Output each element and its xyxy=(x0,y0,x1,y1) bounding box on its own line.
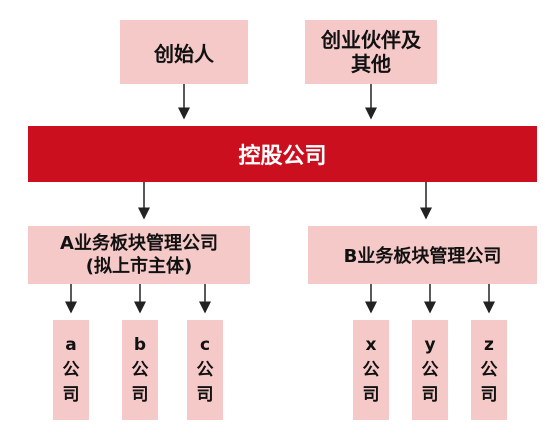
company-c-box: c 公 司 xyxy=(187,320,223,420)
company-z-box: z 公 司 xyxy=(471,320,507,420)
mgmt-company-a-box: A业务板块管理公司 (拟上市主体) xyxy=(28,226,250,284)
partners-label: 创业伙伴及 其他 xyxy=(321,28,421,76)
company-y-box: y 公 司 xyxy=(412,320,448,420)
mgmt-company-b-box: B业务板块管理公司 xyxy=(308,226,537,284)
holding-company-box: 控股公司 xyxy=(28,126,537,182)
company-b-label: b 公 司 xyxy=(131,334,149,405)
partners-box: 创业伙伴及 其他 xyxy=(305,20,437,84)
holding-company-label: 控股公司 xyxy=(238,144,327,169)
company-y-label: y 公 司 xyxy=(421,334,439,405)
founder-box: 创始人 xyxy=(120,20,248,84)
founder-label: 创始人 xyxy=(154,41,214,66)
company-b-box: b 公 司 xyxy=(122,320,158,420)
mgmt-company-b-label: B业务板块管理公司 xyxy=(343,246,502,267)
company-a-label: a 公 司 xyxy=(62,334,80,405)
company-x-label: x 公 司 xyxy=(362,334,380,405)
company-x-box: x 公 司 xyxy=(353,320,389,420)
company-z-label: z 公 司 xyxy=(480,334,498,405)
mgmt-company-a-label: A业务板块管理公司 (拟上市主体) xyxy=(60,233,218,277)
company-c-label: c 公 司 xyxy=(196,334,214,405)
company-a-box: a 公 司 xyxy=(53,320,89,420)
